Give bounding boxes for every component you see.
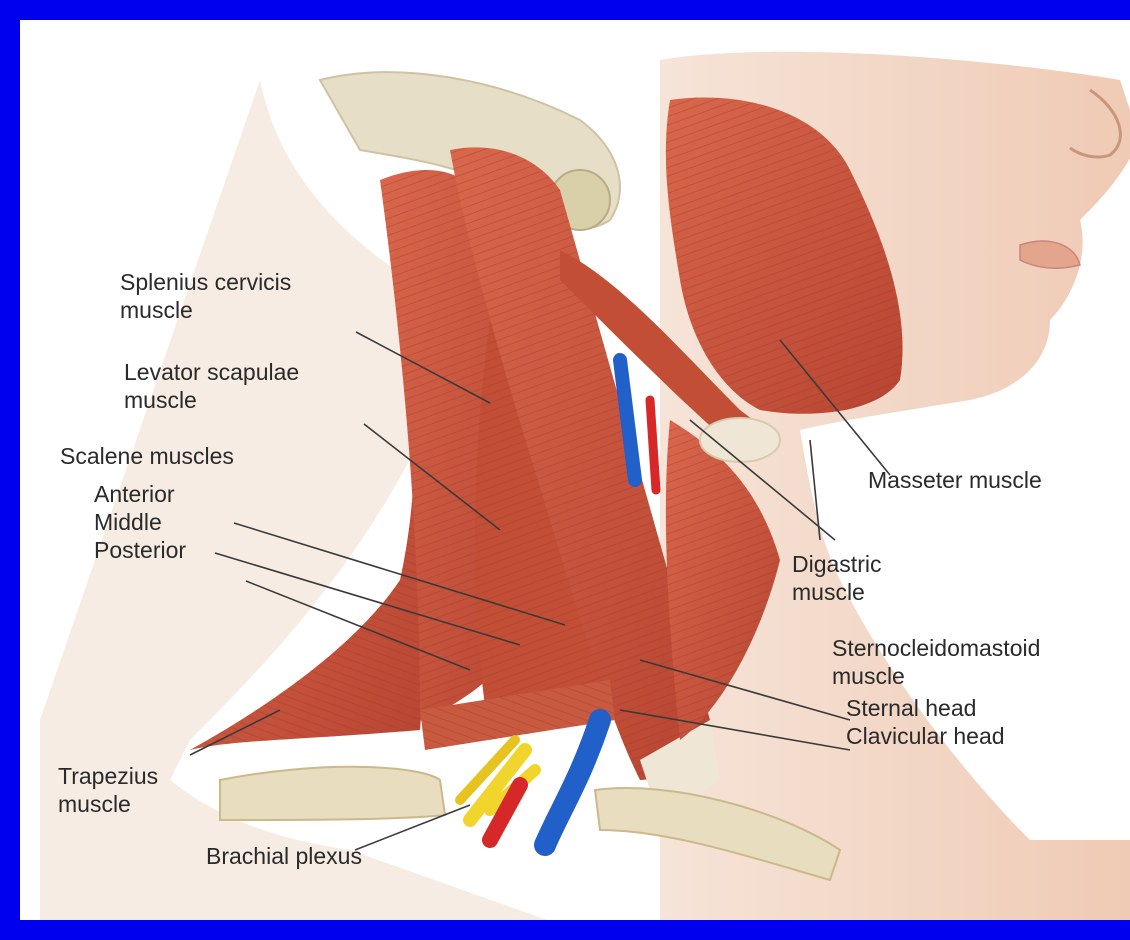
label-scalene-anterior: Anterior [94, 480, 175, 508]
label-splenius-line2: muscle [120, 296, 193, 324]
label-sternal-head: Sternal head [846, 694, 976, 722]
label-levator-line2: muscle [124, 386, 197, 414]
label-digastric-line1: Digastric [792, 550, 881, 578]
label-scalene-muscles: Scalene muscles [60, 442, 234, 470]
label-masseter: Masseter muscle [868, 466, 1042, 494]
label-splenius-line1: Splenius cervicis [120, 268, 291, 296]
clavicle-bone [220, 767, 445, 820]
label-digastric-line2: muscle [792, 578, 865, 606]
subclavian-vein [545, 720, 600, 845]
label-scm-line1: Sternocleidomastoid [832, 634, 1040, 662]
label-scalene-posterior: Posterior [94, 536, 186, 564]
carotid-artery [650, 400, 656, 490]
label-trapezius-line2: muscle [58, 790, 131, 818]
label-levator-line1: Levator scapulae [124, 358, 299, 386]
label-scm-line2: muscle [832, 662, 905, 690]
label-clavicular-head: Clavicular head [846, 722, 1005, 750]
label-scalene-middle: Middle [94, 508, 162, 536]
hyoid-bone [700, 418, 780, 462]
label-trapezius-line1: Trapezius [58, 762, 158, 790]
label-brachial-plexus: Brachial plexus [206, 842, 362, 870]
